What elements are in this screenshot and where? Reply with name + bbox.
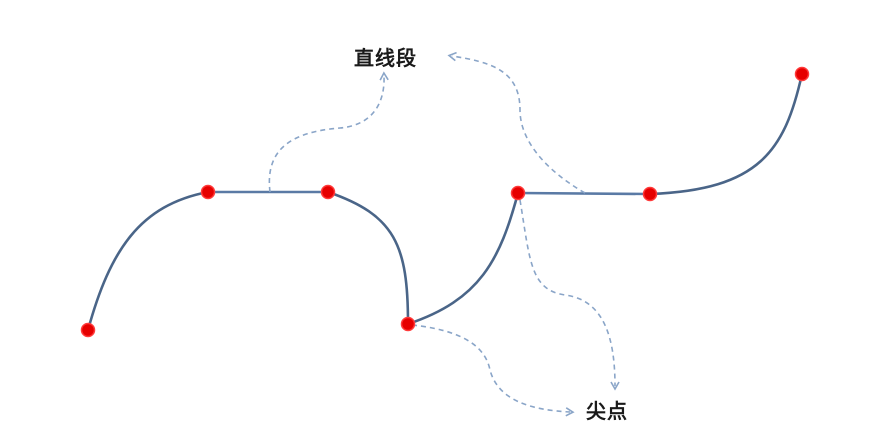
cusp-label: 尖点 — [586, 399, 628, 423]
anchor-point-4 — [400, 316, 416, 332]
anchor-point-2 — [200, 184, 216, 200]
anchor-point-3 — [320, 184, 336, 200]
arrow-to-cusp-from-bottom — [411, 324, 575, 417]
spline-curve — [86, 72, 804, 332]
curve-segment-1 — [86, 190, 210, 332]
curve-segment-4 — [648, 72, 804, 196]
anchor-point-7 — [794, 66, 810, 82]
anchor-points — [80, 66, 810, 338]
straight-segment-2 — [516, 191, 652, 196]
curve-segment-2 — [326, 190, 410, 326]
anchor-point-1 — [80, 322, 96, 338]
arrow-to-straight-segment-left — [268, 71, 389, 193]
curve-segment-3 — [406, 191, 520, 326]
arrow-to-straight-segment-right — [447, 51, 586, 194]
anchor-point-6 — [642, 186, 658, 202]
arrow-to-cusp-from-top — [519, 199, 620, 391]
straight-segment-label: 直线段 — [354, 46, 417, 70]
anchor-point-5 — [510, 185, 526, 201]
annotation-arrows — [268, 51, 620, 417]
